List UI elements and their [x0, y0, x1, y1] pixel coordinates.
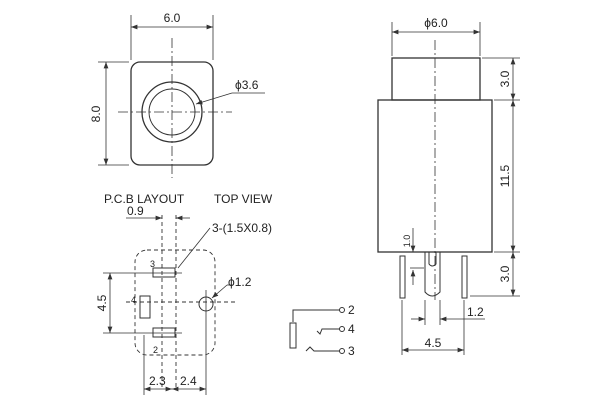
pin-label-4: 4 — [131, 295, 136, 305]
pad-2 — [152, 327, 176, 338]
offset-dim-label: 1.0 — [402, 235, 412, 248]
cap-outline — [391, 57, 481, 101]
right-dim-label: 2.4 — [180, 374, 197, 388]
center-tube — [424, 252, 441, 297]
schematic-pin-4: 4 — [348, 322, 355, 336]
vertical-dim-label: 4.5 — [95, 294, 109, 311]
width-dim-label: 6.0 — [164, 11, 181, 25]
top-view-title: TOP VIEW — [214, 192, 273, 206]
pin-label-3: 3 — [150, 259, 155, 269]
hole-dim-label: ϕ1.2 — [228, 275, 252, 289]
schematic-pin-2: 2 — [348, 303, 355, 317]
left-pin — [399, 255, 406, 299]
right-pin — [461, 255, 468, 299]
cap-height-label: 3.0 — [498, 70, 512, 87]
pin-label-2: 2 — [153, 345, 158, 355]
body-height-label: 11.5 — [498, 164, 512, 187]
side-diameter-label: ϕ6.0 — [424, 16, 448, 30]
front-view: 6.0 8.0 ϕ3.6 — [89, 11, 265, 178]
pcb-layout: P.C.B LAYOUT TOP VIEW 0.9 3-(1.5X0.8) ϕ1… — [95, 192, 273, 395]
pin-spacing-label: 4.5 — [425, 336, 442, 350]
pcb-layout-title: P.C.B LAYOUT — [104, 192, 185, 206]
switch-contact — [289, 322, 297, 349]
pad-width-label: 0.9 — [127, 204, 144, 218]
footprint-outline — [134, 249, 216, 356]
pad-3 — [152, 267, 176, 278]
pad-note-label: 3-(1.5X0.8) — [212, 221, 272, 235]
schematic: 2 4 3 — [289, 303, 355, 358]
mounting-hole — [198, 296, 214, 312]
pin-length-label: 3.0 — [498, 265, 512, 282]
tube-dim-label: 1.2 — [467, 305, 484, 319]
height-dim-label: 8.0 — [89, 105, 103, 122]
pad-4 — [139, 295, 151, 319]
schematic-pin-3: 3 — [348, 344, 355, 358]
diameter-dim-label: ϕ3.6 — [235, 78, 259, 92]
left-dim-label: 2.3 — [149, 374, 166, 388]
side-view: ϕ6.0 3.0 11.5 3.0 1.0 1.2 4.5 — [377, 16, 520, 355]
